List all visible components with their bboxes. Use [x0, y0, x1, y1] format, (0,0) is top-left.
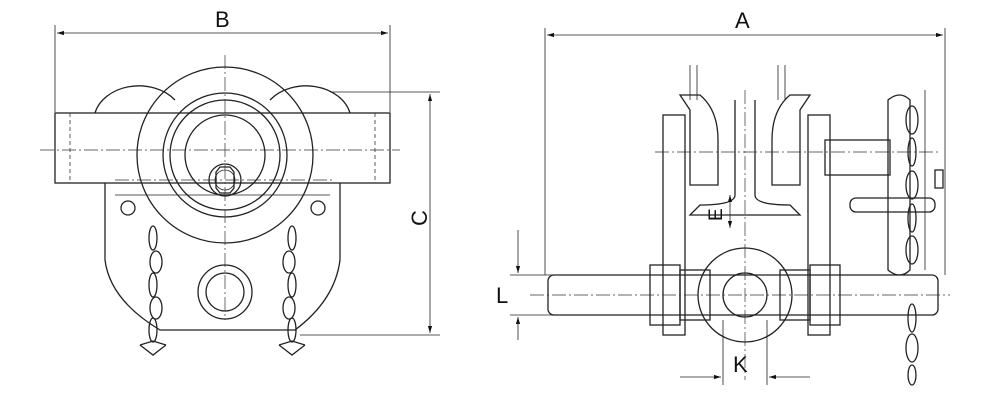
- hand-chain-side: [905, 105, 919, 386]
- front-view: B: [40, 7, 440, 356]
- dimension-l-label: L: [496, 283, 508, 308]
- hand-wheel-side: [887, 94, 911, 276]
- dimension-a-label: A: [735, 8, 750, 33]
- beam: [54, 112, 391, 184]
- hand-chain-right: [278, 225, 306, 356]
- dimension-k-label: K: [733, 352, 748, 377]
- i-beam: [688, 100, 802, 216]
- left-side-plate: [662, 114, 686, 336]
- lower-wheel: [197, 264, 253, 320]
- hub-nut: [215, 166, 235, 194]
- dimension-c-label: C: [407, 210, 432, 226]
- right-side-plate: [807, 114, 831, 336]
- dimension-b-label: B: [215, 7, 230, 32]
- side-plate: [104, 183, 341, 331]
- dimension-e-label: E: [706, 208, 727, 221]
- hook-block: [697, 247, 793, 343]
- side-view: A E L: [496, 8, 950, 386]
- hand-chain-left: [139, 225, 167, 356]
- wheel-shaft: [824, 139, 891, 176]
